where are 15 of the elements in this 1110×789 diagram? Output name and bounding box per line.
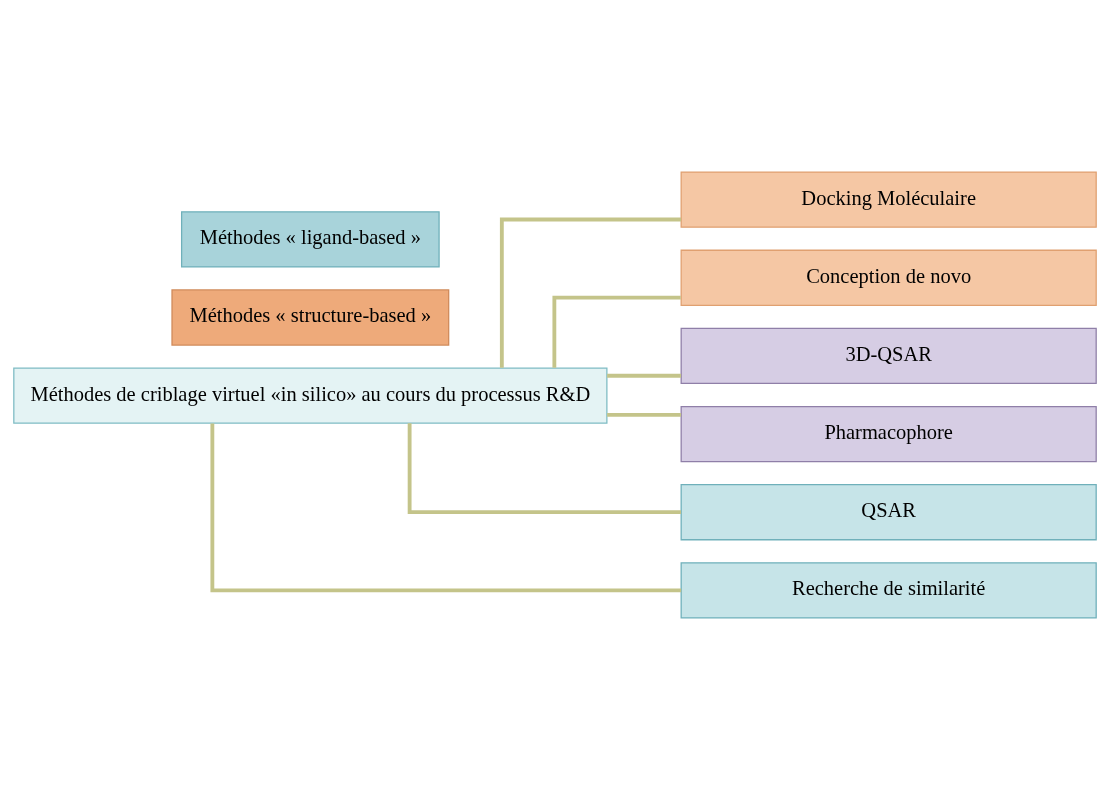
node-box: Recherche de similarité: [680, 561, 1097, 618]
connector: [607, 373, 682, 378]
node-box: Méthodes « ligand-based »: [181, 210, 440, 268]
node-box: Méthodes « structure-based »: [171, 288, 450, 346]
connector: [607, 412, 682, 417]
connector: [552, 295, 681, 368]
node-box: Pharmacophore: [680, 405, 1097, 462]
node-box: QSAR: [680, 483, 1097, 540]
connector: [407, 422, 681, 514]
connector: [499, 217, 682, 368]
node-box: Conception de novo: [680, 249, 1097, 306]
connector: [210, 423, 682, 592]
node-box: Docking Moléculaire: [680, 171, 1097, 228]
node-box: Méthodes de criblage virtuel «in silico» au cours du processus R&D: [13, 366, 608, 424]
node-box: 3D-QSAR: [680, 327, 1097, 384]
